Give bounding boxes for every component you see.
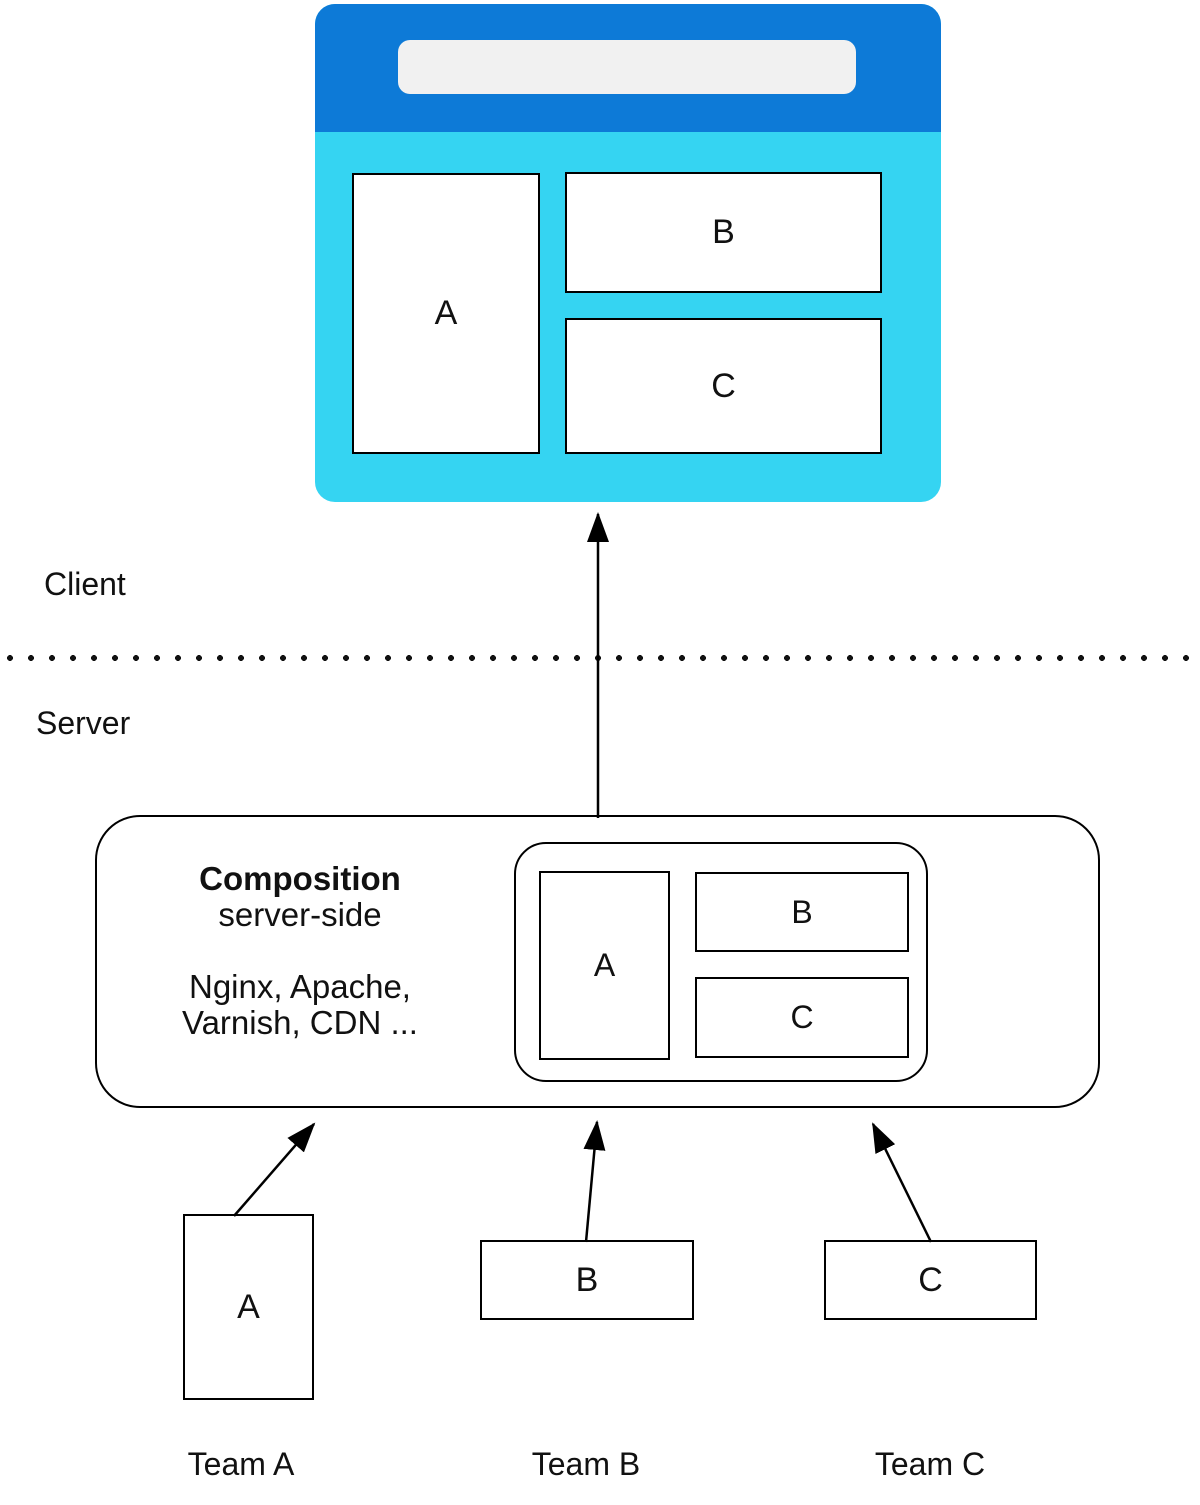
preview-fragment-a-label: A bbox=[593, 947, 616, 983]
browser-fragment-c: C bbox=[565, 318, 882, 454]
browser-fragment-b: B bbox=[565, 172, 882, 293]
browser-fragment-b-label: B bbox=[712, 213, 735, 251]
browser-fragment-a-label: A bbox=[434, 294, 458, 332]
browser-fragment-c-label: C bbox=[711, 366, 736, 405]
team-c-fragment-label: C bbox=[918, 1260, 943, 1299]
team-a-fragment-label: A bbox=[237, 1287, 260, 1326]
preview-fragment-a: A bbox=[539, 871, 670, 1060]
team-c-label: Team C bbox=[874, 1446, 986, 1482]
preview-fragment-b-label: B bbox=[791, 893, 813, 930]
team-c-fragment-box: C bbox=[824, 1240, 1037, 1320]
composition-preview: A B C bbox=[514, 842, 928, 1082]
browser-address-bar bbox=[398, 40, 856, 94]
composition-text: Composition server-side Nginx, Apache, V… bbox=[115, 861, 485, 1041]
browser-window: A B C bbox=[315, 4, 941, 502]
arrow-team-b-to-composition bbox=[583, 1120, 606, 1243]
client-layer-label: Client bbox=[44, 566, 126, 602]
preview-fragment-c: C bbox=[695, 977, 909, 1058]
team-b-fragment-box: B bbox=[480, 1240, 694, 1320]
team-b-label: Team B bbox=[531, 1446, 641, 1482]
browser-fragment-a: A bbox=[352, 173, 540, 454]
team-b-fragment-label: B bbox=[575, 1260, 599, 1299]
composition-title: Composition bbox=[199, 860, 401, 897]
client-server-divider bbox=[0, 654, 1200, 662]
composition-text-spacer bbox=[115, 933, 485, 969]
server-layer-label: Server bbox=[36, 705, 131, 741]
preview-fragment-c-label: C bbox=[790, 999, 814, 1035]
browser-header bbox=[315, 4, 941, 132]
composition-subtitle: server-side bbox=[218, 896, 382, 933]
arrow-team-a-to-composition bbox=[233, 1122, 316, 1217]
composition-tech-line2: Varnish, CDN ... bbox=[182, 1004, 418, 1041]
team-a-label: Team A bbox=[187, 1446, 295, 1482]
composition-tech-line1: Nginx, Apache, bbox=[189, 968, 411, 1005]
preview-fragment-b: B bbox=[695, 872, 909, 952]
team-a-fragment-box: A bbox=[183, 1214, 314, 1400]
arrow-team-c-to-composition bbox=[871, 1122, 933, 1243]
